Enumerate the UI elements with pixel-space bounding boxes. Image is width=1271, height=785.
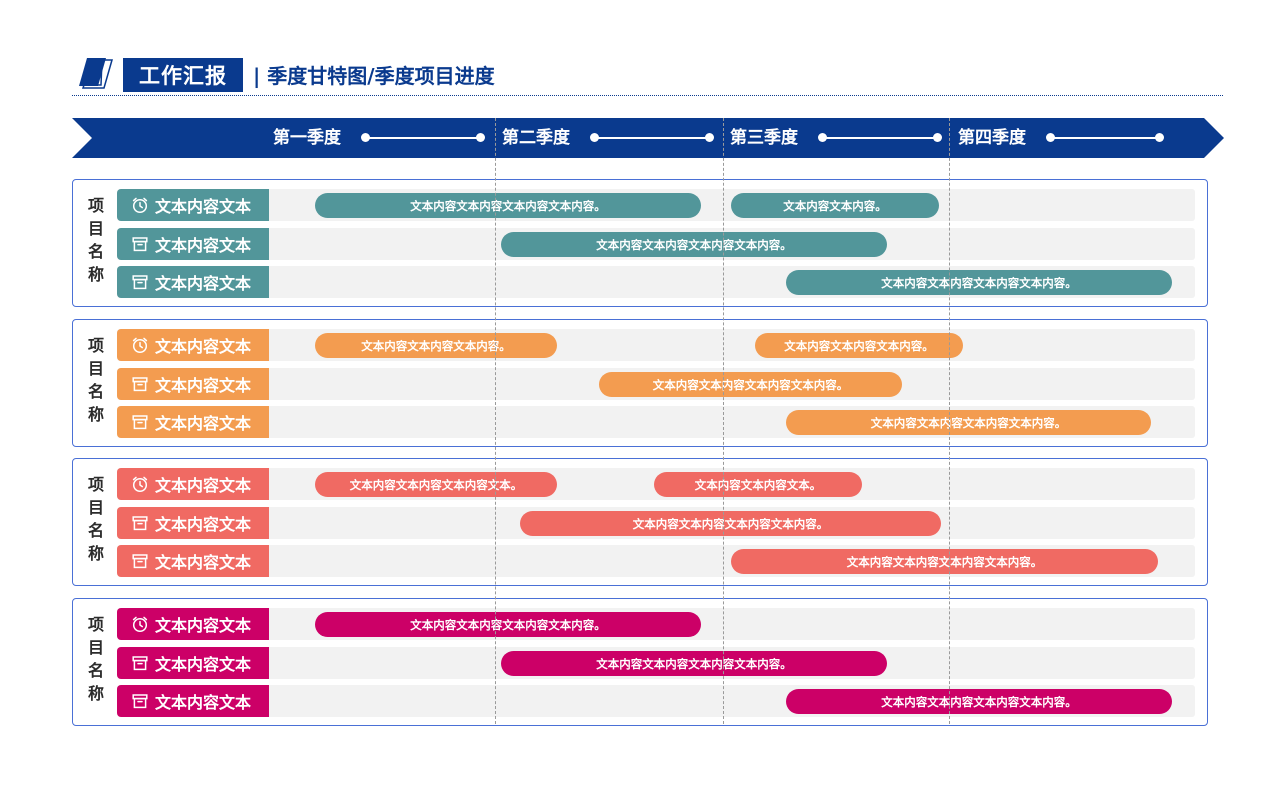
group-label: 项目名称: [87, 336, 104, 424]
project-group-1: 项目名称 文本内容文本 文本内容文本 文本内容文本 文本内容文本内容文本内容文本…: [72, 179, 1208, 307]
quarter-arrow-q4: [1046, 132, 1164, 144]
gantt-bar[interactable]: 文本内容文本内容文本。: [654, 472, 862, 497]
gantt-bar[interactable]: 文本内容文本内容文本内容文本。: [315, 472, 557, 497]
row-tag-label: 文本内容文本: [155, 476, 252, 495]
archive-box-icon: [132, 377, 148, 392]
quarter-divider-3: [949, 118, 950, 724]
row-tag[interactable]: 文本内容文本: [117, 685, 269, 717]
group-label: 项目名称: [87, 615, 104, 703]
row-tag-label: 文本内容文本: [155, 553, 252, 572]
gantt-bar[interactable]: 文本内容文本内容文本内容文本内容。: [786, 270, 1172, 295]
gantt-bar[interactable]: 文本内容文本内容文本内容文本内容。: [731, 549, 1158, 574]
gantt-bar[interactable]: 文本内容文本内容文本内容文本内容。: [315, 193, 701, 218]
row-tag[interactable]: 文本内容文本: [117, 266, 269, 298]
row-tag[interactable]: 文本内容文本: [117, 406, 269, 438]
row-tag[interactable]: 文本内容文本: [117, 189, 269, 221]
page-subtitle: | 季度甘特图/季度项目进度: [253, 64, 495, 88]
row-tag-label: 文本内容文本: [155, 197, 252, 216]
quarter-divider-2: [723, 118, 724, 724]
quarter-label-q1: 第一季度: [273, 128, 341, 148]
alarm-clock-icon: [132, 616, 148, 633]
gantt-bar[interactable]: 文本内容文本内容文本内容。: [315, 333, 557, 358]
archive-box-icon: [132, 554, 148, 569]
quarter-label-q2: 第二季度: [502, 128, 570, 148]
quarter-arrow-q3: [818, 132, 942, 144]
row-tag-label: 文本内容文本: [155, 274, 252, 293]
header-divider: [72, 95, 1223, 96]
archive-box-icon: [132, 275, 148, 290]
alarm-clock-icon: [132, 476, 148, 493]
project-group-4: 项目名称 文本内容文本 文本内容文本 文本内容文本 文本内容文本内容文本内容文本…: [72, 598, 1208, 726]
row-tag[interactable]: 文本内容文本: [117, 368, 269, 400]
row-tag[interactable]: 文本内容文本: [117, 329, 269, 361]
gantt-bar[interactable]: 文本内容文本内容文本内容文本内容。: [599, 372, 902, 397]
gantt-bar[interactable]: 文本内容文本内容文本内容文本内容。: [786, 689, 1172, 714]
row-tag-label: 文本内容文本: [155, 236, 252, 255]
gantt-bar[interactable]: 文本内容文本内容文本内容文本内容。: [501, 651, 887, 676]
quarter-arrow-q2: [590, 132, 714, 144]
quarter-label-q4: 第四季度: [958, 128, 1026, 148]
quarter-divider-1: [495, 118, 496, 724]
row-tag-label: 文本内容文本: [155, 693, 252, 712]
gantt-bar[interactable]: 文本内容文本内容文本内容文本内容。: [501, 232, 887, 257]
archive-box-icon: [132, 415, 148, 430]
project-group-2: 项目名称 文本内容文本 文本内容文本 文本内容文本 文本内容文本内容文本内容。 …: [72, 319, 1208, 447]
row-tag[interactable]: 文本内容文本: [117, 228, 269, 260]
gantt-bar[interactable]: 文本内容文本内容文本内容文本内容。: [786, 410, 1151, 435]
quarter-label-q3: 第三季度: [730, 128, 798, 148]
row-tag-label: 文本内容文本: [155, 616, 252, 635]
row-tag[interactable]: 文本内容文本: [117, 545, 269, 577]
row-tag-label: 文本内容文本: [155, 515, 252, 534]
gantt-bar[interactable]: 文本内容文本内容文本内容文本内容。: [520, 511, 941, 536]
alarm-clock-icon: [132, 337, 148, 354]
gantt-bar[interactable]: 文本内容文本内容文本内容文本内容。: [315, 612, 701, 637]
group-label: 项目名称: [87, 196, 104, 284]
gantt-bar[interactable]: 文本内容文本内容。: [731, 193, 939, 218]
archive-box-icon: [132, 656, 148, 671]
row-tag[interactable]: 文本内容文本: [117, 507, 269, 539]
row-tag-label: 文本内容文本: [155, 337, 252, 356]
row-tag[interactable]: 文本内容文本: [117, 468, 269, 500]
archive-box-icon: [132, 694, 148, 709]
row-track: [117, 329, 1195, 361]
group-label: 项目名称: [87, 475, 104, 563]
row-tag-label: 文本内容文本: [155, 414, 252, 433]
gantt-bar[interactable]: 文本内容文本内容文本内容。: [755, 333, 963, 358]
row-tag[interactable]: 文本内容文本: [117, 608, 269, 640]
archive-box-icon: [132, 516, 148, 531]
report-logo-icon: [79, 58, 113, 89]
quarter-arrow-q1: [361, 132, 485, 144]
project-group-3: 项目名称 文本内容文本 文本内容文本 文本内容文本 文本内容文本内容文本内容文本…: [72, 458, 1208, 586]
row-tag-label: 文本内容文本: [155, 376, 252, 395]
alarm-clock-icon: [132, 197, 148, 214]
row-tag[interactable]: 文本内容文本: [117, 647, 269, 679]
page-title: 工作汇报: [123, 58, 243, 92]
row-tag-label: 文本内容文本: [155, 655, 252, 674]
archive-box-icon: [132, 237, 148, 252]
